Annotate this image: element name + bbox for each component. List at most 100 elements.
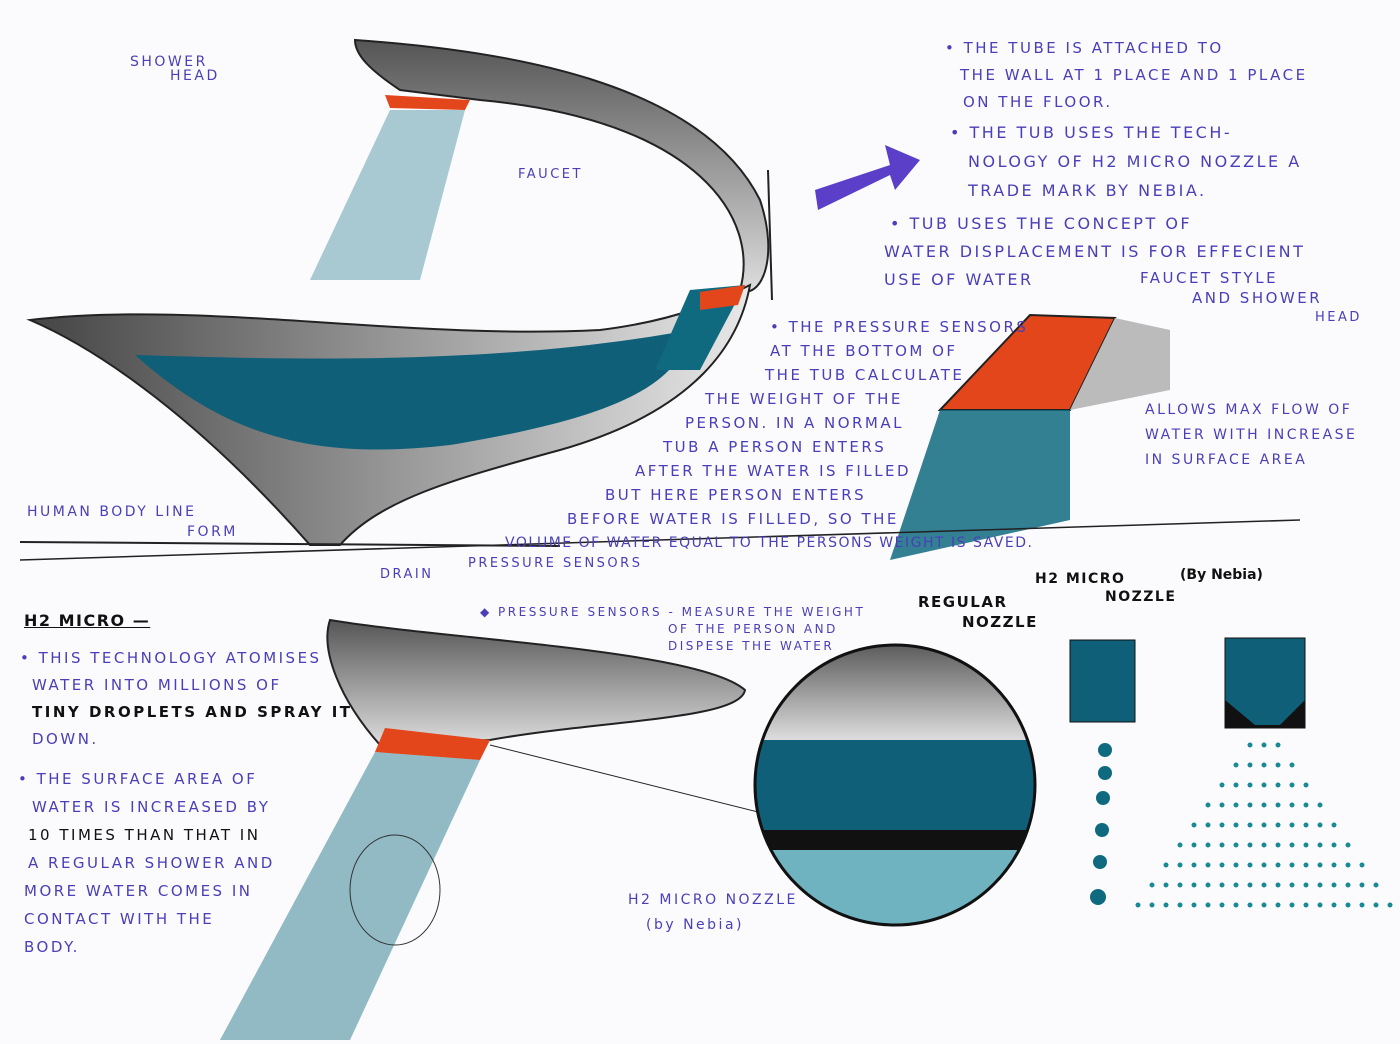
spray-droplet bbox=[1275, 862, 1281, 868]
spray-droplet bbox=[1205, 862, 1211, 868]
spray-droplet bbox=[1275, 842, 1281, 848]
spray-droplet bbox=[1275, 902, 1281, 908]
spray-droplet bbox=[1331, 842, 1337, 848]
spray-droplet bbox=[1261, 742, 1267, 748]
spray-droplet bbox=[1163, 882, 1169, 888]
spray-droplet bbox=[1317, 822, 1323, 828]
spray-droplet bbox=[1191, 842, 1197, 848]
spray-droplet bbox=[1163, 862, 1169, 868]
spray-droplet bbox=[1177, 902, 1183, 908]
note-pressure-sensors: • THE PRESSURE SENSORS AT THE BOTTOM OF … bbox=[505, 318, 1034, 551]
spray-droplet bbox=[1317, 862, 1323, 868]
spray-droplet bbox=[1233, 822, 1239, 828]
spray-droplet bbox=[1205, 902, 1211, 908]
spray-droplet bbox=[1205, 822, 1211, 828]
spray-droplet bbox=[1275, 762, 1281, 768]
spray-droplet bbox=[1303, 802, 1309, 808]
spray-droplet bbox=[1303, 822, 1309, 828]
bathtub-sketch bbox=[19, 38, 773, 547]
label-by-nebia: (By Nebia) bbox=[1180, 567, 1263, 583]
spray-droplet bbox=[1205, 802, 1211, 808]
label-pressure-sensors: PRESSURE SENSORS bbox=[468, 556, 643, 571]
spray-droplet bbox=[1247, 782, 1253, 788]
spray-droplet bbox=[1303, 882, 1309, 888]
spray-droplet bbox=[1149, 902, 1155, 908]
spray-droplet bbox=[1191, 822, 1197, 828]
spray-droplet bbox=[1331, 822, 1337, 828]
spray-droplet bbox=[1373, 882, 1379, 888]
spray-droplet bbox=[1387, 902, 1393, 908]
spray-droplet bbox=[1317, 882, 1323, 888]
label-faucet: FAUCET bbox=[518, 167, 583, 182]
spray-droplet bbox=[1177, 882, 1183, 888]
spray-droplet bbox=[1317, 902, 1323, 908]
spray-droplet bbox=[1317, 842, 1323, 848]
spray-droplet bbox=[1289, 882, 1295, 888]
spray-droplet bbox=[1233, 802, 1239, 808]
h2-micro-title: H2 MICRO — bbox=[24, 611, 151, 630]
spray-droplet bbox=[1275, 882, 1281, 888]
regular-nozzle-diagram bbox=[1069, 639, 1136, 905]
spray-droplet bbox=[1303, 902, 1309, 908]
spray-droplet bbox=[1345, 902, 1351, 908]
h2-micro-nozzle-diagram bbox=[1135, 637, 1393, 908]
spray-droplet bbox=[1261, 882, 1267, 888]
spray-droplet bbox=[1359, 862, 1365, 868]
spray-droplet bbox=[1331, 902, 1337, 908]
label-h2-nozzle-closeup: H2 MICRO NOZZLE(by Nebia) bbox=[628, 892, 798, 933]
spray-droplet bbox=[1247, 902, 1253, 908]
spray-droplet bbox=[1303, 782, 1309, 788]
spray-droplet bbox=[1233, 782, 1239, 788]
spray-droplet bbox=[1219, 822, 1225, 828]
spray-droplet bbox=[1233, 842, 1239, 848]
spray-droplet bbox=[1289, 862, 1295, 868]
spray-droplet bbox=[1261, 782, 1267, 788]
note-technology: • THE TUB USES THE TECH-NOLOGY OF H2 MIC… bbox=[950, 123, 1302, 200]
spray-droplet bbox=[1247, 762, 1253, 768]
spray-droplet bbox=[1317, 802, 1323, 808]
spray-droplet bbox=[1345, 862, 1351, 868]
spray-droplet bbox=[1191, 902, 1197, 908]
spray-droplet bbox=[1219, 842, 1225, 848]
spray-droplet bbox=[1177, 862, 1183, 868]
spray-droplet bbox=[1205, 882, 1211, 888]
spray-droplet bbox=[1261, 842, 1267, 848]
spray-droplet bbox=[1289, 762, 1295, 768]
faucet-detail-sketch bbox=[890, 313, 1170, 560]
spray-droplet bbox=[1247, 842, 1253, 848]
spray-droplet bbox=[1289, 802, 1295, 808]
arrow-icon bbox=[815, 145, 920, 210]
spray-droplet bbox=[1247, 802, 1253, 808]
spray-droplet bbox=[1233, 902, 1239, 908]
spray-droplet bbox=[1247, 882, 1253, 888]
spray-droplet bbox=[1359, 882, 1365, 888]
spray-droplet bbox=[1275, 782, 1281, 788]
spray-droplet bbox=[1261, 822, 1267, 828]
spray-droplet bbox=[1163, 902, 1169, 908]
spray-droplet bbox=[1289, 822, 1295, 828]
spray-droplet bbox=[1261, 802, 1267, 808]
spray-droplet bbox=[1275, 742, 1281, 748]
spray-droplet bbox=[1233, 762, 1239, 768]
spray-droplet bbox=[1149, 882, 1155, 888]
spray-droplet bbox=[1345, 842, 1351, 848]
shower-head-sketch bbox=[220, 618, 791, 1040]
spray-droplet bbox=[1261, 902, 1267, 908]
spray-droplet bbox=[1275, 802, 1281, 808]
spray-droplet bbox=[1345, 882, 1351, 888]
spray-droplet bbox=[1303, 842, 1309, 848]
spray-droplet bbox=[1219, 882, 1225, 888]
spray-droplet bbox=[1233, 862, 1239, 868]
spray-droplet bbox=[1247, 822, 1253, 828]
